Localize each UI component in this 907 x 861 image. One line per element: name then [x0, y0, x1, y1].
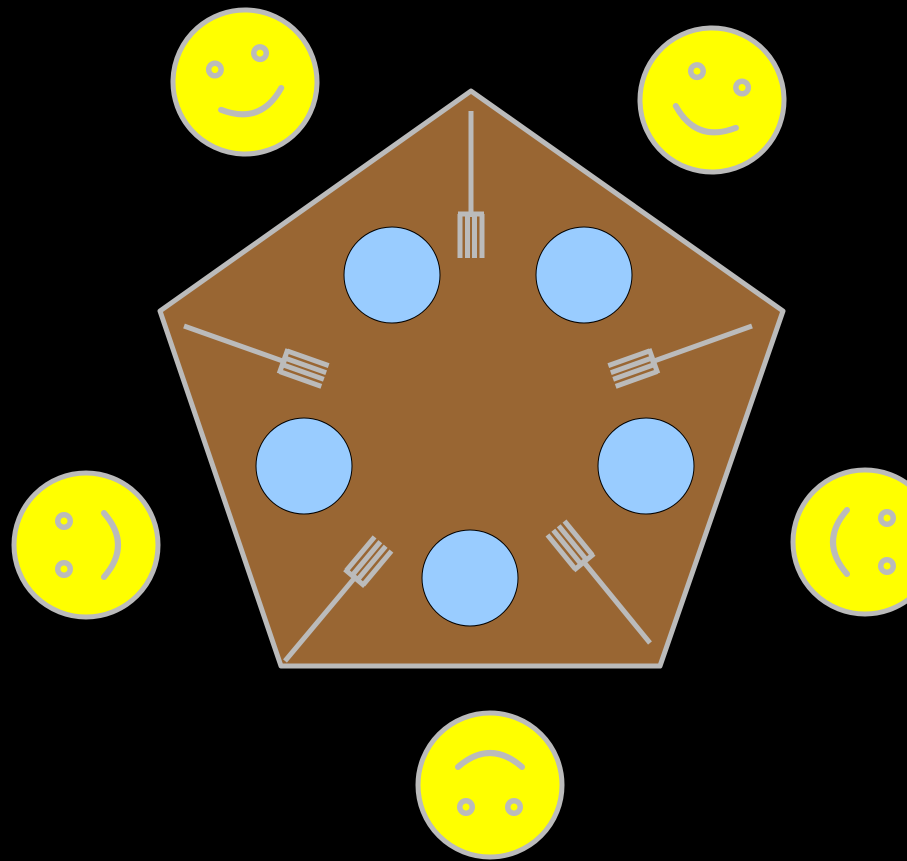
philosopher-4 [418, 713, 562, 857]
face-eye-highlight [511, 804, 518, 811]
philosopher-5 [14, 473, 158, 617]
face-eye-highlight [884, 563, 891, 570]
face-eye-highlight [884, 515, 891, 522]
face-eye-highlight [61, 566, 68, 573]
plate-5 [256, 418, 352, 514]
face-eye-highlight [61, 518, 68, 525]
face-eye-highlight [463, 804, 470, 811]
plate-3 [598, 418, 694, 514]
plate-1 [344, 227, 440, 323]
plate-2 [536, 227, 632, 323]
smiley-face-icon [14, 473, 158, 617]
plate-4 [422, 530, 518, 626]
smiley-face-icon [418, 713, 562, 857]
